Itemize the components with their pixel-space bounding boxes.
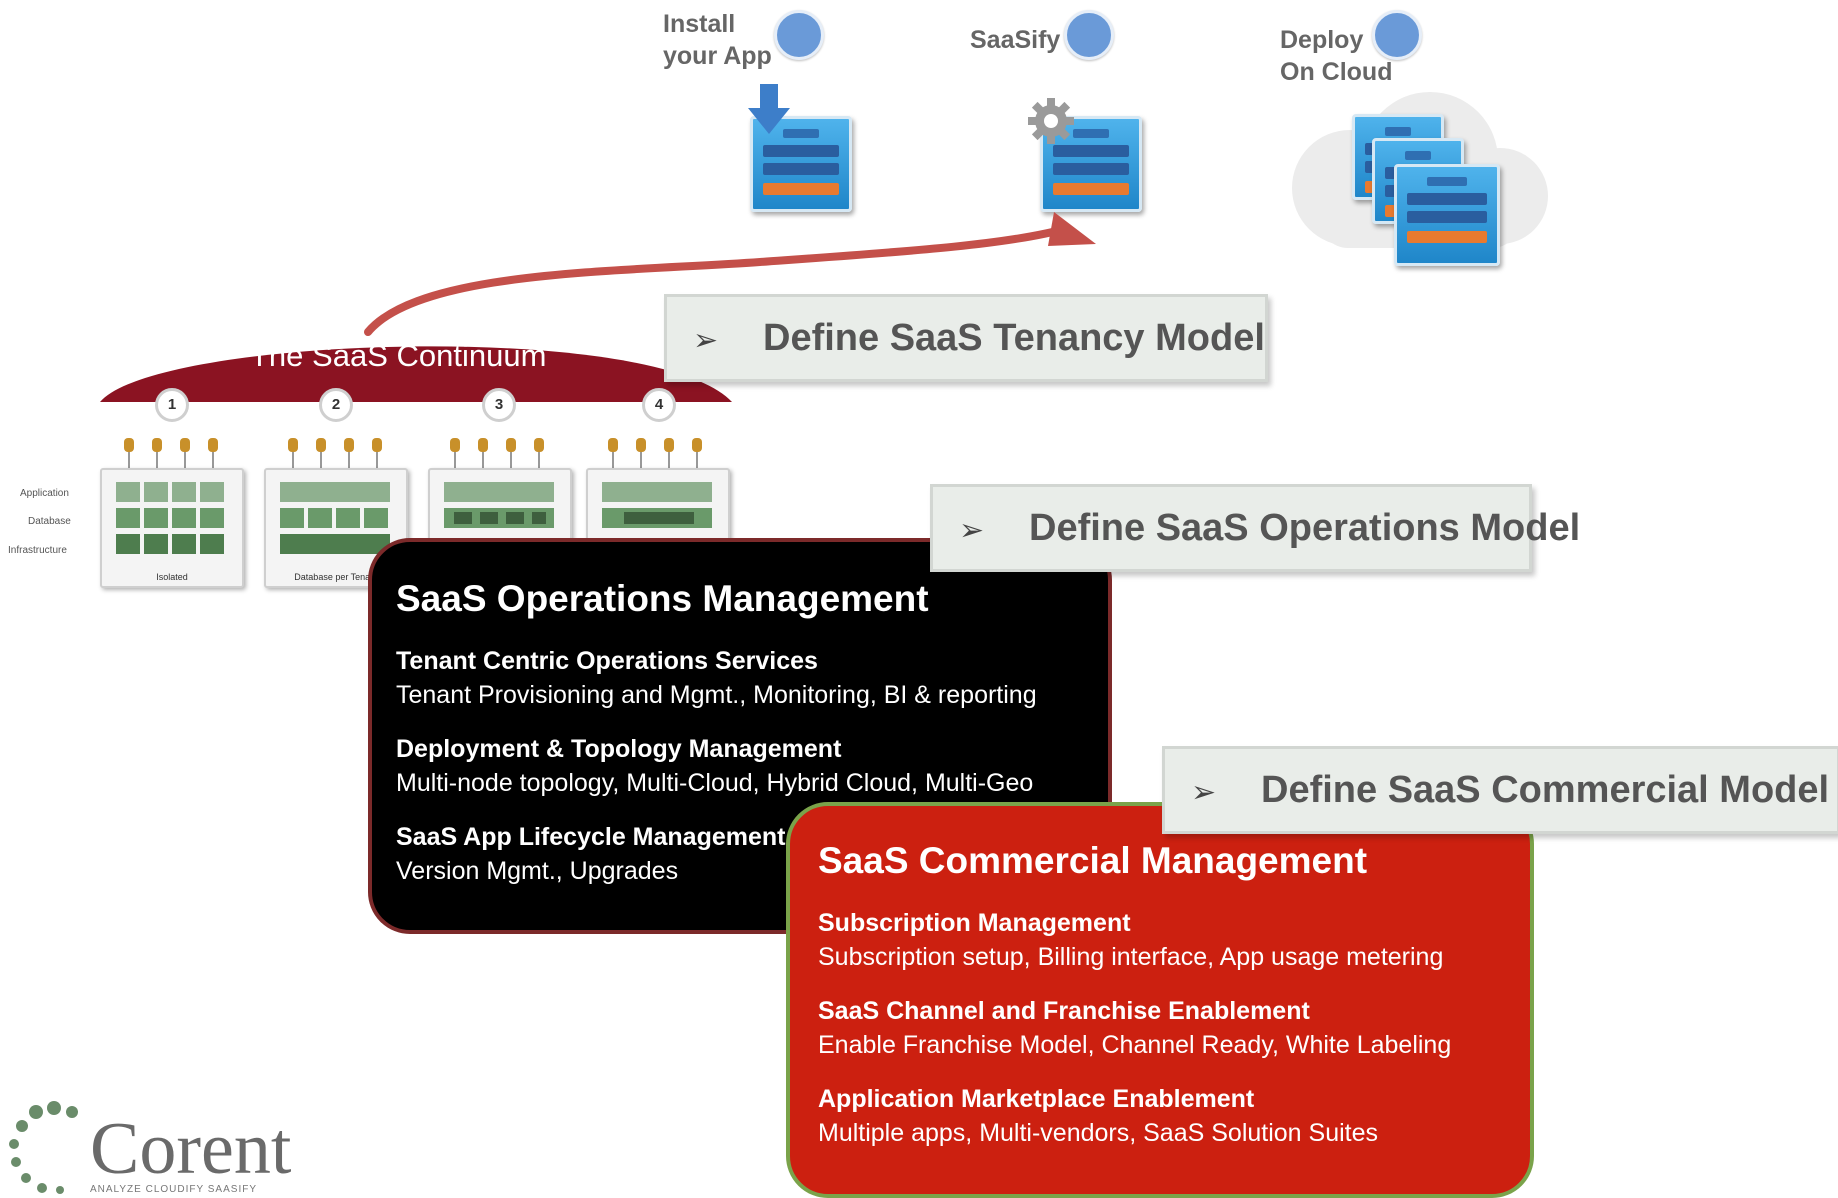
app-server-icon: [750, 116, 852, 212]
commercial-section: Subscription Management Subscription set…: [818, 906, 1530, 974]
bullet-arrow-icon: ➢: [693, 324, 719, 357]
step-dot: [1064, 10, 1114, 60]
operations-title: SaaS Operations Management: [396, 578, 929, 619]
layer-label: Infrastructure: [8, 545, 67, 556]
continuum-tile: Isolated: [100, 468, 244, 588]
operations-section: Tenant Centric Operations Services Tenan…: [396, 644, 1108, 712]
commercial-title: SaaS Commercial Management: [818, 840, 1368, 881]
section-detail: Multi-node topology, Multi-Cloud, Hybrid…: [396, 769, 1034, 797]
commercial-section: SaaS Channel and Franchise Enablement En…: [818, 994, 1530, 1062]
section-detail: Tenant Provisioning and Mgmt., Monitorin…: [396, 681, 1037, 709]
continuum-badge: 4: [642, 388, 676, 422]
section-heading: Application Marketplace Enablement: [818, 1085, 1255, 1113]
continuum-badge: 2: [319, 388, 353, 422]
section-detail: Enable Franchise Model, Channel Ready, W…: [818, 1031, 1452, 1059]
tile-caption: Database per Tenant: [294, 572, 378, 582]
section-heading: SaaS Channel and Franchise Enablement: [818, 997, 1310, 1025]
step-label-line2: your App: [663, 42, 772, 70]
section-heading: Subscription Management: [818, 909, 1131, 937]
logo-tagline: ANALYZE CLOUDIFY SAASIFY: [90, 1184, 258, 1195]
cloud-server-icon: [1394, 164, 1500, 266]
banner-commercial-model: ➢ Define SaaS Commercial Model: [1162, 746, 1838, 834]
gear-icon: [1028, 98, 1074, 144]
section-detail: Subscription setup, Billing interface, A…: [818, 943, 1444, 971]
layer-label: Database: [28, 516, 71, 527]
step-label-line1: Deploy: [1280, 26, 1364, 54]
operations-section: SaaS App Lifecycle Management Version Mg…: [396, 820, 1108, 888]
download-arrow-icon: [748, 84, 790, 134]
banner-tenancy-model: ➢ Define SaaS Tenancy Model: [664, 294, 1268, 382]
section-detail: Multiple apps, Multi-vendors, SaaS Solut…: [818, 1119, 1379, 1147]
commercial-management-box: SaaS Commercial Management Subscription …: [786, 802, 1534, 1198]
layer-label: Application: [20, 488, 69, 499]
bullet-arrow-icon: ➢: [959, 514, 985, 547]
tile-caption: Isolated: [156, 572, 188, 582]
section-heading: Deployment & Topology Management: [396, 735, 842, 763]
banner-text: Define SaaS Tenancy Model: [763, 317, 1265, 359]
tenant-icons: [124, 438, 702, 472]
continuum-title: The SaaS Continuum: [250, 338, 547, 373]
banner-text: Define SaaS Commercial Model: [1261, 769, 1830, 811]
section-detail: Version Mgmt., Upgrades: [396, 857, 679, 885]
banner-text: Define SaaS Operations Model: [1029, 507, 1581, 549]
step-label: Install your App: [663, 8, 772, 72]
step-label-line1: Install: [663, 10, 736, 38]
continuum-badge: 1: [155, 388, 189, 422]
step-dot: [774, 10, 824, 60]
continuum-arc: [100, 346, 732, 402]
step-label: SaaSify: [970, 26, 1061, 54]
section-heading: SaaS App Lifecycle Management: [396, 823, 786, 851]
step-dot: [1372, 10, 1422, 60]
step-label-line2: On Cloud: [1280, 58, 1393, 86]
commercial-section: Application Marketplace Enablement Multi…: [818, 1082, 1530, 1150]
section-heading: Tenant Centric Operations Services: [396, 647, 818, 675]
step-label: Deploy On Cloud: [1280, 24, 1392, 88]
logo-name: Corent: [90, 1108, 292, 1190]
banner-operations-model: ➢ Define SaaS Operations Model: [930, 484, 1580, 572]
logo-dots-icon: [9, 1101, 78, 1194]
continuum-badge: 3: [482, 388, 516, 422]
operations-section: Deployment & Topology Management Multi-n…: [396, 732, 1108, 800]
bullet-arrow-icon: ➢: [1191, 776, 1217, 809]
